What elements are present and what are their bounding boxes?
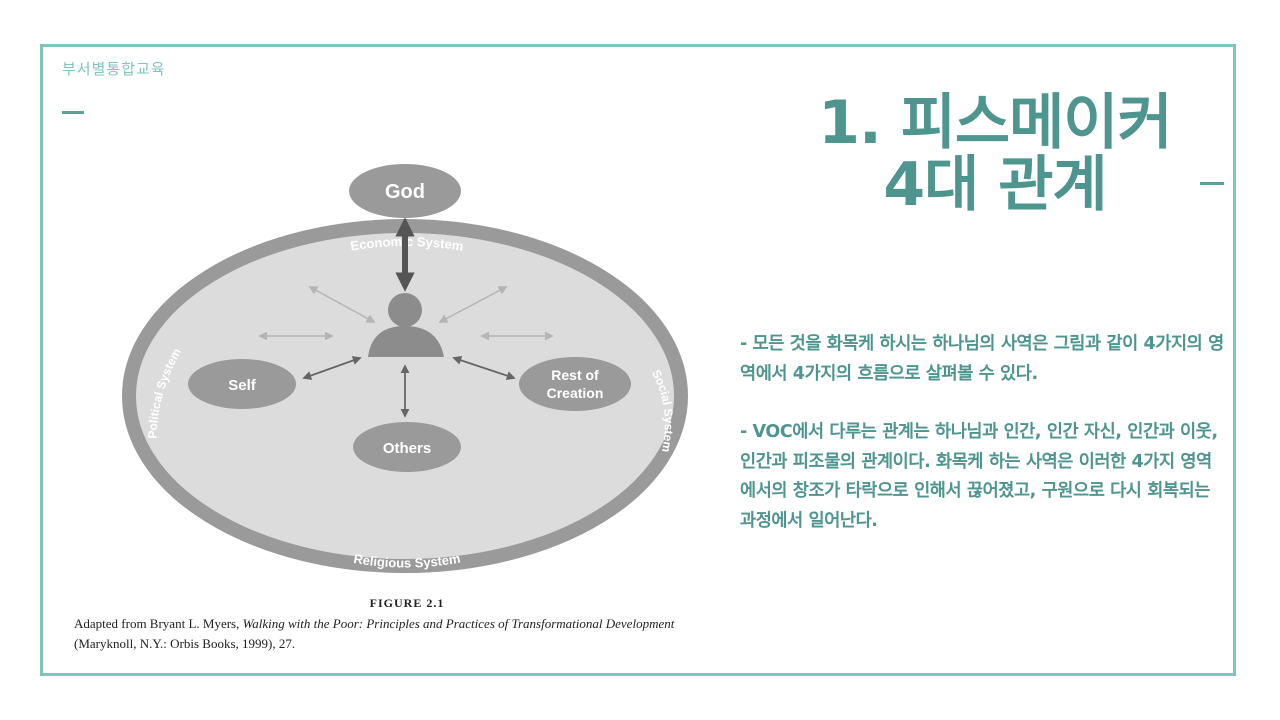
body-text: - 모든 것을 화목케 하시는 하나님의 사역은 그림과 같이 4가지의 영역에… [740, 330, 1225, 536]
self-node [188, 359, 296, 409]
slide-title: 1. 피스메이커 4대 관계 [770, 92, 1220, 216]
title-line-1: 1. 피스메이커 [818, 88, 1172, 158]
diagram-svg: Economic System Religious System Politic… [122, 164, 688, 573]
accent-dash-right [1200, 182, 1224, 185]
rest-of-creation-label-line-1: Rest of [551, 367, 599, 383]
arrow-upper-left [308, 286, 376, 323]
arrow-upper-right [438, 286, 508, 323]
arrow-person-self [302, 356, 362, 380]
person-icon [368, 293, 444, 357]
self-label: Self [228, 377, 257, 394]
slide-frame [40, 44, 1236, 676]
paragraph-1: - 모든 것을 화목케 하시는 하나님의 사역은 그림과 같이 4가지의 영역에… [740, 334, 1224, 384]
figure-label: FIGURE 2.1 [369, 596, 445, 610]
brand-label: 부서별통합교육 [62, 60, 166, 78]
paragraph-2: - VOC에서 다루는 관계는 하나님과 인간, 인간 자신, 인간과 이웃, … [740, 422, 1218, 531]
rest-of-creation-node [519, 357, 631, 411]
figure-caption: Adapted from Bryant L. Myers, Walking wi… [74, 614, 764, 654]
caption-suffix: (Maryknoll, N.Y.: Orbis Books, 1999), 27… [74, 636, 296, 651]
others-node [353, 422, 461, 472]
religious-system-label: Religious System [353, 551, 462, 571]
caption-prefix: Adapted from Bryant L. Myers, [74, 616, 243, 631]
accent-dash-left [62, 111, 84, 114]
arrow-person-rest [452, 356, 516, 380]
rest-of-creation-label-line-2: Creation [547, 385, 604, 401]
title-line-2: 4대 관계 [883, 150, 1107, 220]
others-label: Others [383, 440, 431, 457]
caption-book-title: Walking with the Poor: Principles and Pr… [242, 616, 675, 631]
relationship-diagram: Economic System Religious System Politic… [62, 160, 752, 660]
god-node [349, 164, 461, 218]
god-label: God [385, 181, 425, 203]
